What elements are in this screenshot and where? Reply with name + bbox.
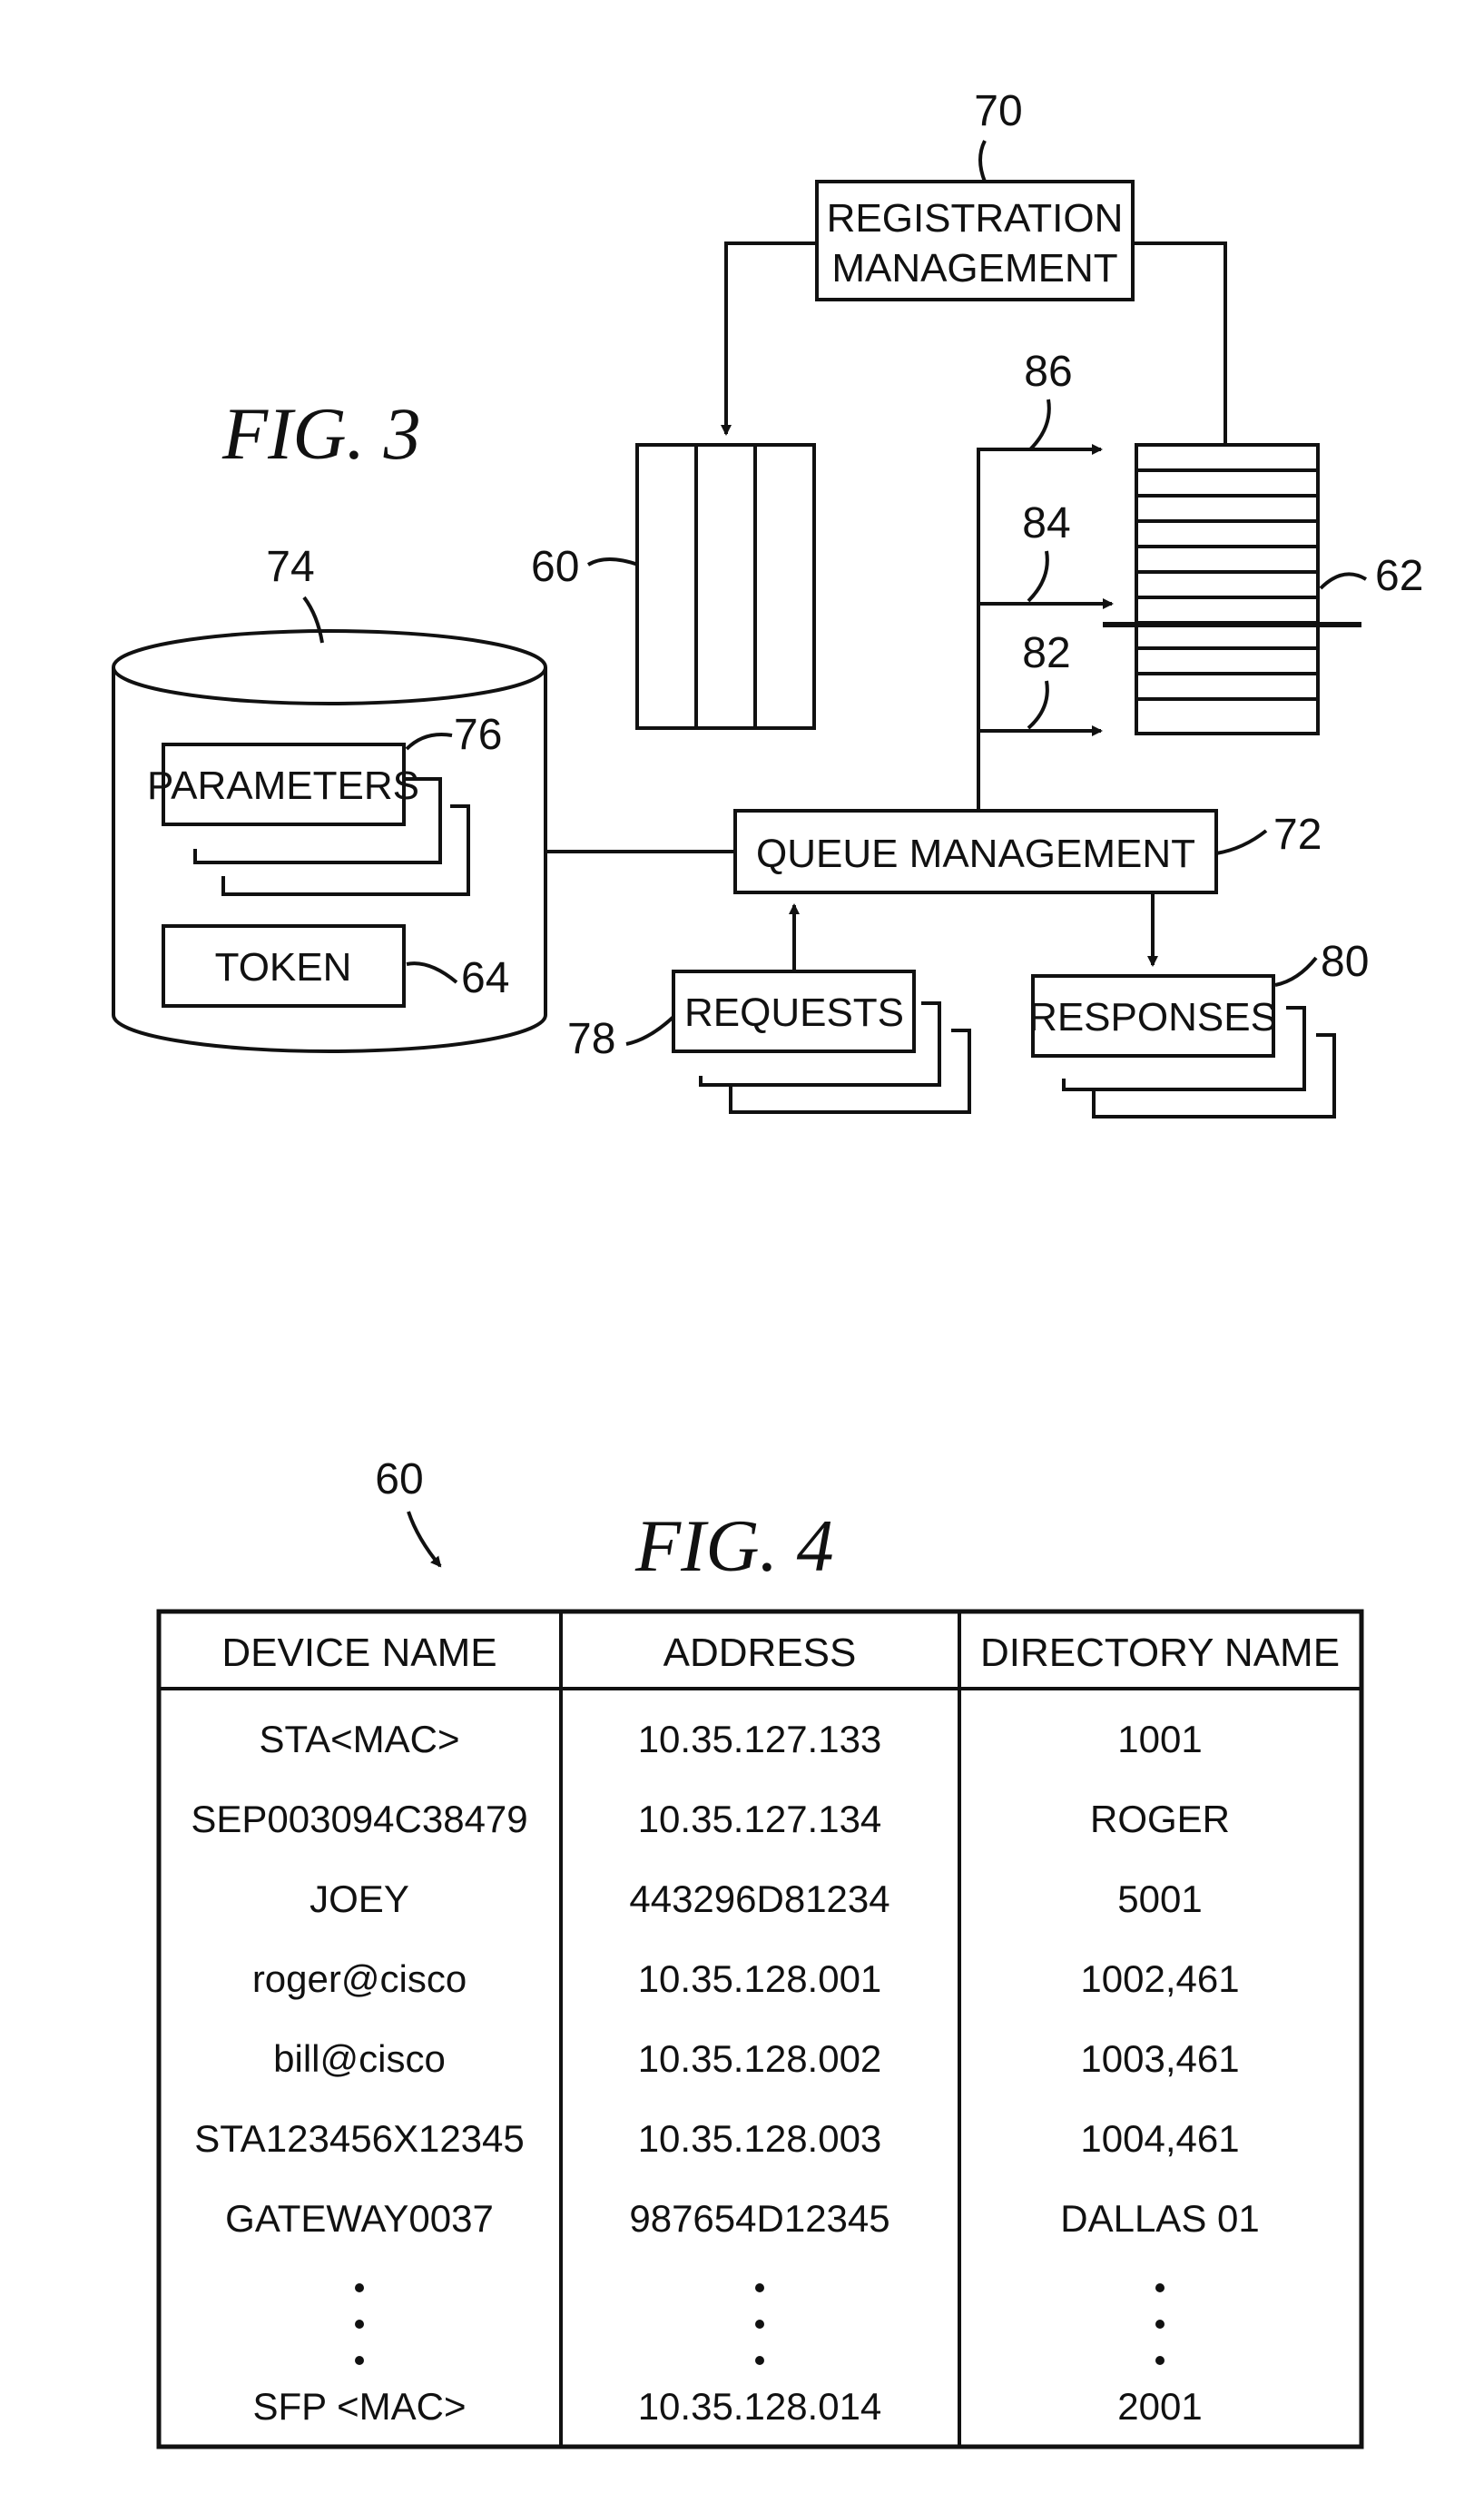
continuation-dot <box>755 2320 764 2329</box>
continuation-dot <box>755 2283 764 2292</box>
ref-76: 76 <box>454 711 502 759</box>
requests-stack: REQUESTS <box>673 971 969 1112</box>
leader-80 <box>1275 958 1316 985</box>
continuation-dot <box>755 2356 764 2365</box>
fig3-title: FIG. 3 <box>221 392 421 475</box>
table-cell: roger@cisco <box>252 1957 467 2000</box>
responses-stack: RESPONSES <box>1028 976 1334 1117</box>
table-header: ADDRESS <box>663 1631 857 1675</box>
leader-72 <box>1216 831 1266 853</box>
reg-to-table-arrow <box>726 243 817 434</box>
table-cell: 2001 <box>1117 2385 1202 2428</box>
table-cell: SFP <MAC> <box>253 2385 467 2428</box>
registration-management-box: REGISTRATION MANAGEMENT <box>817 182 1133 300</box>
table-cell: 10.35.127.133 <box>638 1718 882 1760</box>
responses-label: RESPONSES <box>1028 995 1277 1040</box>
continuation-dot <box>1155 2320 1165 2329</box>
leader-60 <box>588 559 638 565</box>
ref-82: 82 <box>1022 629 1070 677</box>
continuation-dot <box>355 2320 364 2329</box>
fig4-title: FIG. 4 <box>634 1504 834 1587</box>
requests-label: REQUESTS <box>684 990 904 1035</box>
fig4-ref-60: 60 <box>375 1455 423 1503</box>
table-cell: ROGER <box>1090 1798 1230 1840</box>
table-header: DEVICE NAME <box>221 1631 496 1675</box>
ref-84: 84 <box>1022 499 1070 547</box>
ref-80: 80 <box>1321 938 1369 986</box>
ref-72: 72 <box>1273 811 1322 859</box>
leader-84 <box>1028 551 1047 601</box>
table-cell: 1004,461 <box>1080 2117 1239 2160</box>
continuation-dot <box>1155 2283 1165 2292</box>
leader-78 <box>626 1017 673 1044</box>
queue-management-box: QUEUE MANAGEMENT <box>735 811 1216 892</box>
table-cell: 1001 <box>1117 1718 1202 1760</box>
token-box: TOKEN <box>163 926 404 1006</box>
table-header: DIRECTORY NAME <box>980 1631 1340 1675</box>
table-cell: 5001 <box>1117 1877 1202 1920</box>
leader-86 <box>1030 399 1049 449</box>
registration-label-line1: REGISTRATION <box>827 196 1124 241</box>
table-cell: 10.35.128.003 <box>638 2117 882 2160</box>
table-cell: 10.35.128.002 <box>638 2037 882 2080</box>
continuation-dot <box>1155 2356 1165 2365</box>
table-cell: 10.35.127.134 <box>638 1798 882 1840</box>
ref-86: 86 <box>1024 348 1072 396</box>
table-cell: STA123456X12345 <box>194 2117 525 2160</box>
table-cell: GATEWAY0037 <box>225 2197 494 2240</box>
ref-62: 62 <box>1375 552 1423 600</box>
table-cell: 1002,461 <box>1080 1957 1239 2000</box>
leader-62 <box>1321 574 1366 588</box>
parameters-label: PARAMETERS <box>147 764 419 808</box>
leader-82 <box>1028 681 1047 728</box>
device-table-60 <box>637 445 814 728</box>
leader-70 <box>980 141 985 182</box>
table-cell: 1003,461 <box>1080 2037 1239 2080</box>
continuation-dot <box>355 2356 364 2365</box>
continuation-dot <box>355 2283 364 2292</box>
table-cell: STA<MAC> <box>260 1718 460 1760</box>
table-cell: 10.35.128.014 <box>638 2385 882 2428</box>
queue-management-label: QUEUE MANAGEMENT <box>756 832 1195 876</box>
ref-74: 74 <box>266 543 314 591</box>
registration-label-line2: MANAGEMENT <box>831 246 1117 291</box>
table-cell: 987654D12345 <box>629 2197 889 2240</box>
table-cell: 10.35.128.001 <box>638 1957 882 2000</box>
table-cell: SEP003094C38479 <box>191 1798 527 1840</box>
ref-70: 70 <box>974 87 1022 135</box>
token-label: TOKEN <box>215 945 352 990</box>
ref-78: 78 <box>567 1015 615 1063</box>
table-cell: 443296D81234 <box>629 1877 889 1920</box>
table-cell: JOEY <box>310 1877 409 1920</box>
table-cell: bill@cisco <box>273 2037 446 2080</box>
ref-60: 60 <box>531 543 579 591</box>
fig4-leader-60 <box>408 1512 440 1566</box>
table-cell: DALLAS 01 <box>1060 2197 1259 2240</box>
ref-64: 64 <box>461 954 509 1002</box>
queue-62 <box>1103 445 1361 734</box>
reg-to-queue-line <box>1133 243 1225 445</box>
